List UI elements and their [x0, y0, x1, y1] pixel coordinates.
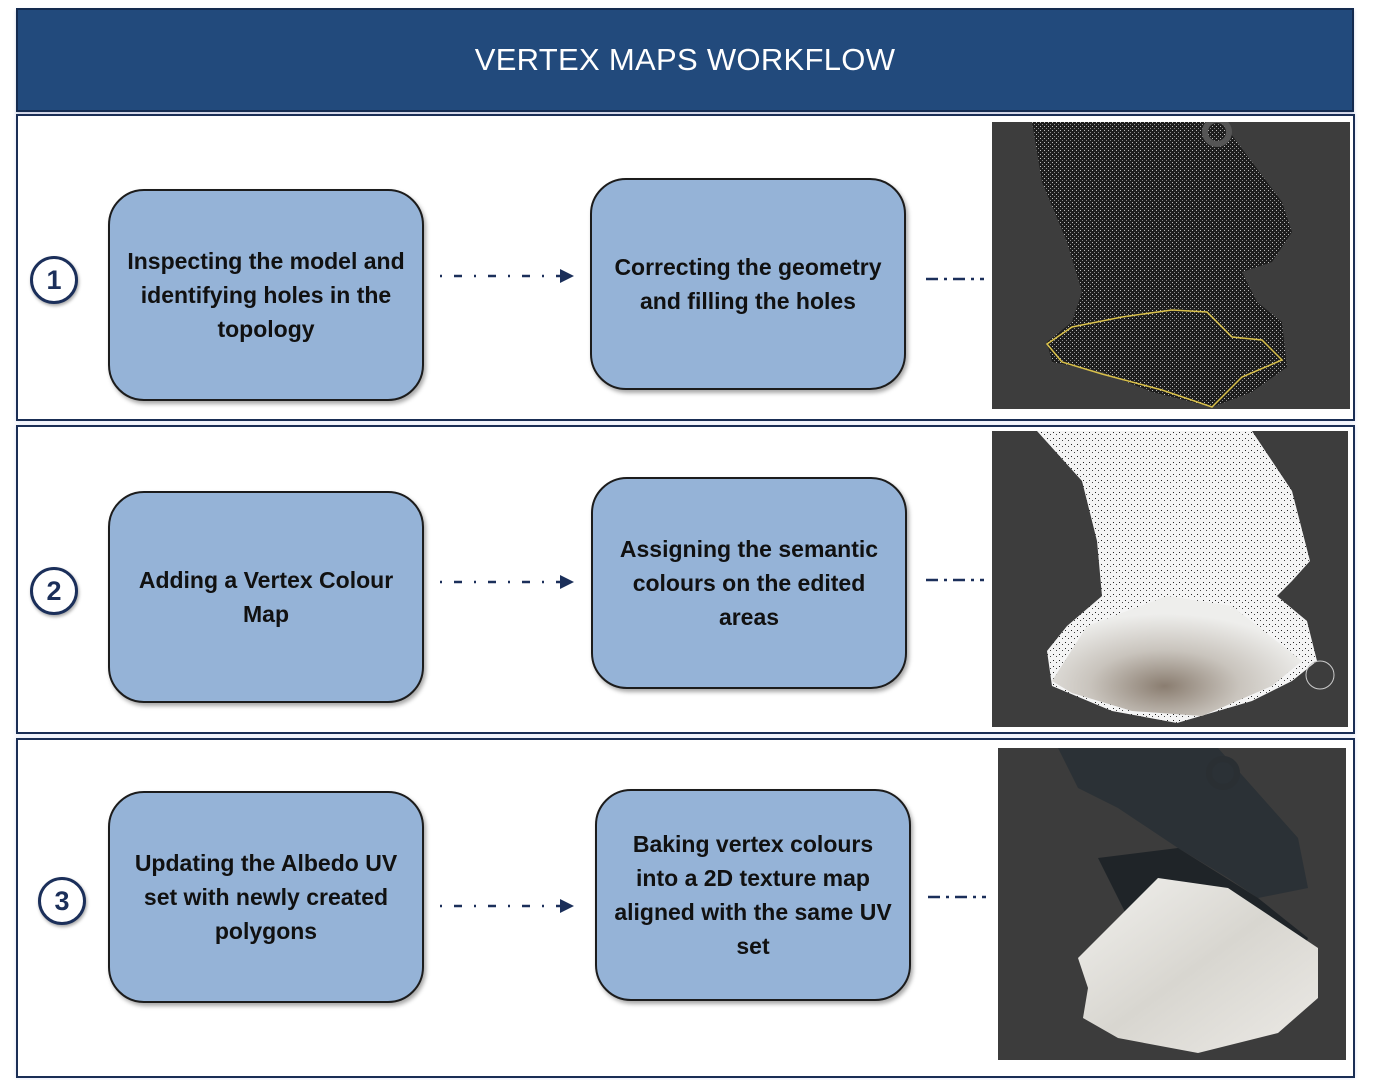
step-number-badge: 3: [38, 877, 86, 925]
step-3-second-box: Baking vertex colours into a 2D texture …: [595, 789, 911, 1001]
dash-dot-connector-icon: [928, 895, 986, 899]
workflow-row-2: 2 Adding a Vertex Colour Map Assigning t…: [16, 425, 1355, 734]
dash-dot-arrow-icon: [440, 269, 574, 283]
mesh-holes-image: [992, 122, 1350, 409]
dash-dot-arrow-icon: [440, 575, 574, 589]
workflow-row-3: 3 Updating the Albedo UV set with newly …: [16, 738, 1355, 1078]
textured-model-image: [998, 748, 1346, 1060]
dash-dot-connector-icon: [926, 578, 984, 582]
header-banner: VERTEX MAPS WORKFLOW: [16, 8, 1354, 112]
dash-dot-connector-icon: [926, 277, 984, 281]
step-number-badge: 2: [30, 567, 78, 615]
point-cloud-image: [992, 431, 1348, 727]
step-1-second-box: Correcting the geometry and filling the …: [590, 178, 906, 390]
step-2-first-box: Adding a Vertex Colour Map: [108, 491, 424, 703]
step-number-badge: 1: [30, 256, 78, 304]
dash-dot-arrow-icon: [440, 899, 574, 913]
step-3-first-box: Updating the Albedo UV set with newly cr…: [108, 791, 424, 1003]
workflow-row-1: 1 Inspecting the model and identifying h…: [16, 114, 1355, 421]
diagram-title: VERTEX MAPS WORKFLOW: [474, 42, 896, 77]
wireframe-mesh-render: [992, 122, 1350, 409]
step-2-second-box: Assigning the semantic colours on the ed…: [591, 477, 907, 689]
step-1-first-box: Inspecting the model and identifying hol…: [108, 189, 424, 401]
vertex-colour-render: [992, 431, 1348, 727]
baked-texture-render: [998, 748, 1346, 1060]
